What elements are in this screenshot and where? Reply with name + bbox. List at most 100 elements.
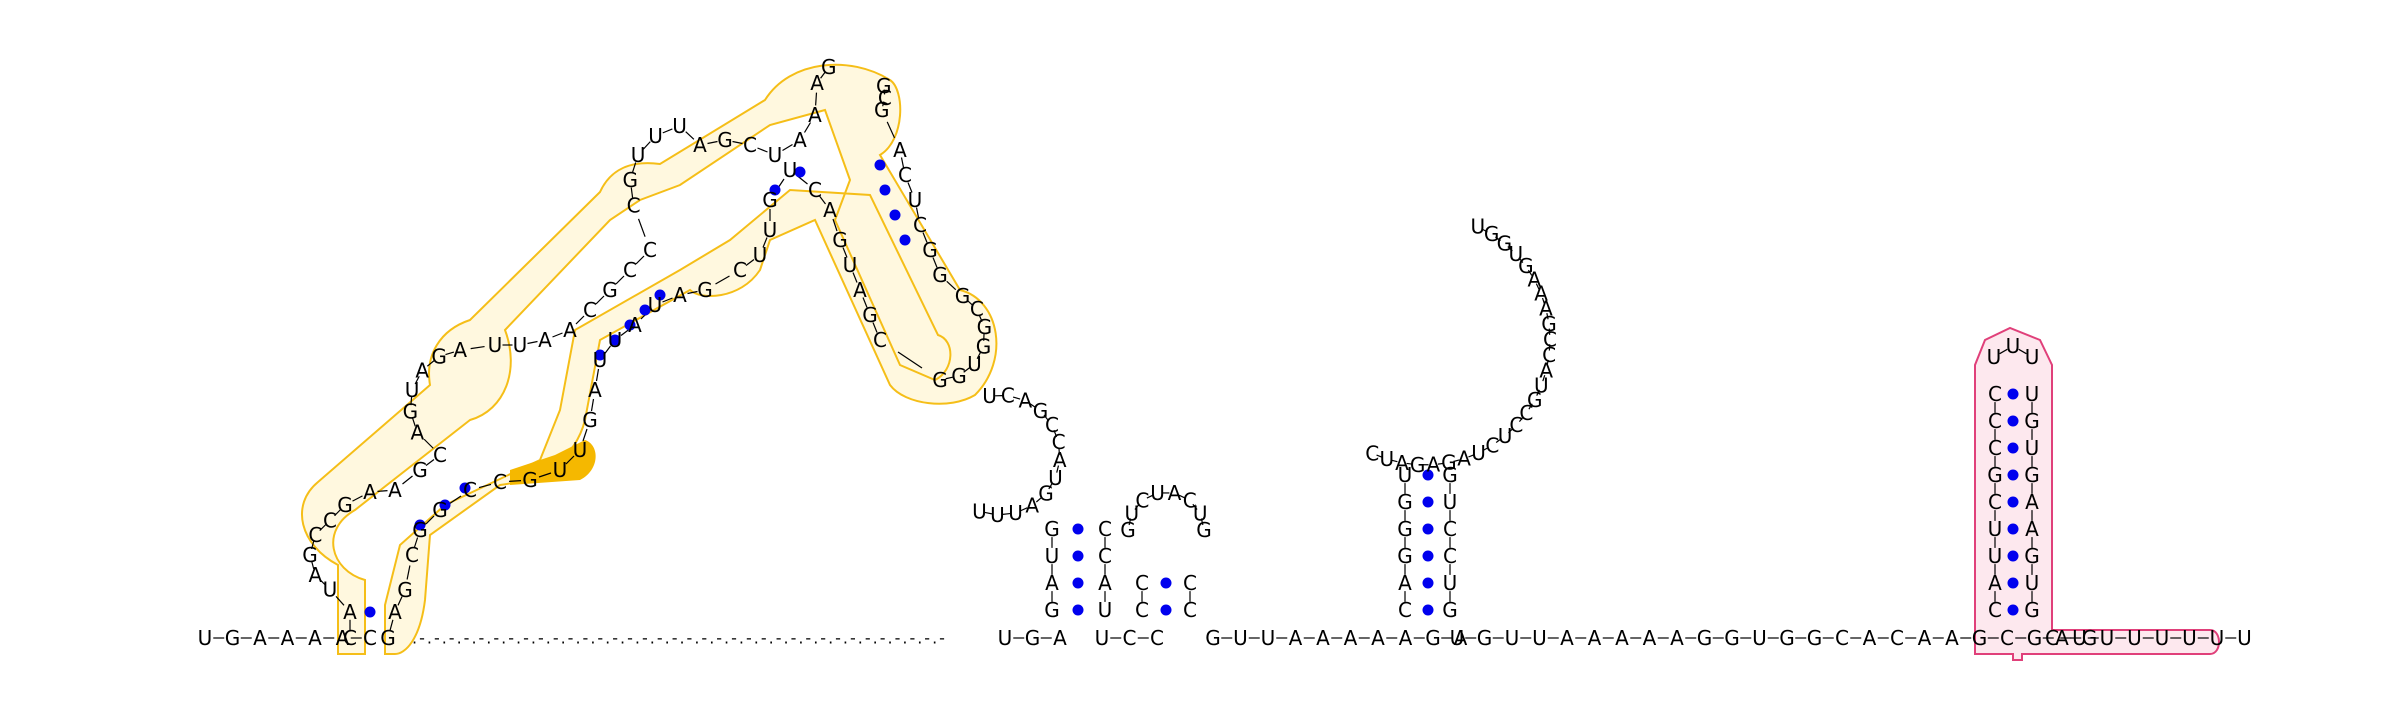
nucleotide-C: C	[1443, 544, 1457, 568]
nucleotide-C: C	[913, 213, 927, 237]
nucleotide-C: C	[1398, 598, 1412, 622]
nucleotide-C: C	[1045, 413, 1059, 437]
base-pairs	[364, 159, 2019, 618]
nucleotide-G: G	[1807, 626, 1823, 650]
nucleotide-G: G	[977, 315, 993, 339]
domain-highlights	[301, 63, 2220, 661]
base-pair-dot	[2007, 523, 2019, 535]
nucleotide-G: G	[932, 263, 948, 287]
nucleotide-C: C	[808, 178, 822, 202]
nucleotide-G: G	[1410, 453, 1426, 477]
nucleotide-G: G	[380, 626, 396, 650]
nucleotide-G: G	[602, 278, 618, 302]
nucleotide-A: A	[309, 563, 323, 587]
nucleotide-G: G	[2024, 463, 2040, 487]
nucleotide-C: C	[898, 163, 912, 187]
nucleotide-A: A	[343, 600, 357, 624]
base-pair-dot	[874, 159, 886, 171]
nucleotide-A: A	[893, 138, 907, 162]
nucleotide-A: A	[1053, 448, 1067, 472]
nucleotide-G: G	[1044, 517, 1060, 541]
nucleotide-U: U	[1045, 544, 1060, 568]
nucleotide-C: C	[1183, 571, 1197, 595]
nucleotide-A: A	[693, 133, 707, 157]
nucleotide-C: C	[583, 298, 597, 322]
nucleotide-U: U	[1379, 447, 1394, 471]
nucleotide-U: U	[573, 438, 588, 462]
nucleotide-U: U	[648, 293, 663, 317]
nucleotide-U: U	[2006, 334, 2021, 358]
nucleotide-A: A	[1399, 626, 1413, 650]
nucleotide-A: A	[1168, 481, 1182, 505]
nucleotide-C: C	[433, 443, 447, 467]
nucleotide-G: G	[1397, 517, 1413, 541]
nucleotide-A: A	[1371, 626, 1385, 650]
nucleotide-G: G	[582, 408, 598, 432]
nucleotide-A: A	[673, 283, 687, 307]
nucleotide-A: A	[853, 278, 867, 302]
base-pair-dot	[879, 184, 891, 196]
nucleotide-G: G	[1038, 482, 1054, 506]
nucleotide-U: U	[1988, 544, 2003, 568]
nucleotide-U: U	[1443, 571, 1458, 595]
nucleotide-U: U	[768, 143, 783, 167]
nucleotide-C: C	[1135, 488, 1149, 512]
base-pair-dot	[364, 606, 376, 618]
nucleotide-A: A	[2025, 517, 2039, 541]
nucleotide-G: G	[2082, 626, 2098, 650]
base-pair-dot	[414, 519, 426, 531]
nucleotide-G: G	[225, 626, 241, 650]
nucleotide-C: C	[1150, 626, 1164, 650]
nucleotide-U: U	[405, 378, 420, 402]
nucleotide-G: G	[1044, 598, 1060, 622]
nucleotide-G: G	[1972, 626, 1988, 650]
nucleotide-U: U	[908, 188, 923, 212]
nucleotide-G: G	[1497, 231, 1513, 255]
nucleotide-C: C	[1835, 626, 1849, 650]
nucleotide-C: C	[1988, 382, 2002, 406]
base-pair-dot	[1072, 604, 1084, 616]
nucleotide-C: C	[308, 523, 322, 547]
nucleotide-C: C	[1988, 490, 2002, 514]
nucleotide-C: C	[2000, 626, 2014, 650]
unpaired-gap: .-.-.-.-.-.-.-.-.-.-.-.-.-.-.-.-.-.-.-.-…	[412, 629, 947, 648]
nucleotide-U: U	[648, 124, 663, 148]
nucleotide-U: U	[1048, 466, 1063, 490]
backbone	[213, 71, 2237, 639]
nucleotide-C: C	[1183, 598, 1197, 622]
nucleotide-U: U	[753, 243, 768, 267]
nucleotide-G: G	[1518, 254, 1534, 278]
nucleotide-U: U	[982, 384, 997, 408]
nucleotide-A: A	[1025, 494, 1039, 518]
nucleotide-C: C	[1988, 409, 2002, 433]
nucleotide-U: U	[513, 333, 528, 357]
nucleotide-U: U	[1398, 463, 1413, 487]
nucleotide-C: C	[1890, 626, 1904, 650]
nucleotide-A: A	[538, 328, 552, 352]
nucleotide-G: G	[862, 303, 878, 327]
base-pair-dot	[2007, 496, 2019, 508]
nucleotide-A: A	[388, 600, 402, 624]
nucleotide-G: G	[2024, 544, 2040, 568]
nucleotide-C: C	[1135, 598, 1149, 622]
nucleotide-C: C	[1098, 517, 1112, 541]
nucleotide-A: A	[253, 626, 267, 650]
nucleotide-C: C	[1543, 328, 1557, 352]
nucleotide-U: U	[1471, 441, 1486, 465]
highlight-region	[510, 440, 596, 485]
nucleotide-G: G	[2027, 626, 2043, 650]
nucleotide-G: G	[922, 238, 938, 262]
nucleotide-A: A	[1588, 626, 1602, 650]
nucleotide-C: C	[2045, 626, 2059, 650]
nucleotide-U: U	[763, 218, 778, 242]
base-pair-dot	[1422, 577, 1434, 589]
nucleotide-G: G	[1442, 598, 1458, 622]
nucleotide-C: C	[1509, 413, 1523, 437]
nucleotide-A: A	[1560, 626, 1574, 650]
base-pair-dot	[1422, 496, 1434, 508]
nucleotide-C: C	[873, 328, 887, 352]
base-pair-dot	[2007, 388, 2019, 400]
nucleotide-C: C	[1098, 544, 1112, 568]
base-pair-dot	[609, 334, 621, 346]
